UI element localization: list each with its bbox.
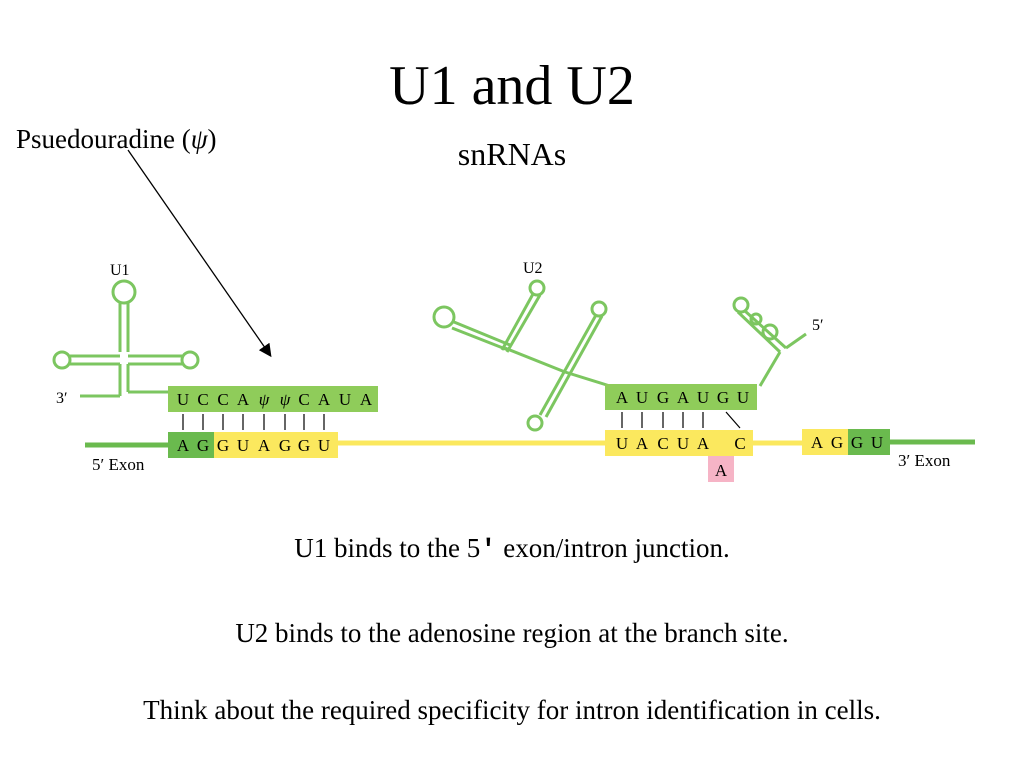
nucleotide: G — [717, 388, 729, 407]
exon3-label: 3′ Exon — [898, 451, 951, 470]
caption-u2: U2 binds to the adenosine region at the … — [235, 618, 789, 648]
branch-adenosine-box — [708, 456, 734, 482]
caption-specificity: Think about the required specificity for… — [143, 695, 881, 725]
nucleotide: G — [197, 436, 209, 455]
nucleotide: A — [318, 390, 331, 409]
nucleotide: U — [177, 390, 189, 409]
three-prime-label: 3′ — [56, 390, 68, 407]
nucleotide: G — [217, 436, 229, 455]
nucleotide: A — [616, 388, 629, 407]
caption-u1: U1 binds to the 5′ exon/intron junction. — [0, 535, 1024, 565]
u2-snrna-box — [605, 384, 757, 410]
nucleotide: U — [636, 388, 648, 407]
nucleotide: C — [298, 390, 309, 409]
u2-snrna-structure — [432, 279, 807, 432]
nucleotide: A — [360, 390, 373, 409]
nucleotide: A — [237, 390, 250, 409]
nucleotide: A — [697, 434, 710, 453]
annotation-text: Psuedouradine ( — [16, 124, 191, 154]
nucleotide: U — [616, 434, 628, 453]
annotation-close: ) — [207, 124, 217, 154]
nucleotide: G — [831, 433, 843, 452]
nucleotide: C — [217, 390, 228, 409]
nucleotide: C — [197, 390, 208, 409]
annotation-arrow — [127, 149, 272, 358]
nucleotide: U — [237, 436, 249, 455]
u2-label: U2 — [523, 260, 543, 277]
exon5-junction-box — [168, 432, 214, 458]
nucleotide: U — [697, 388, 709, 407]
nucleotide: G — [851, 433, 863, 452]
nucleotide: ψ — [259, 390, 270, 409]
nucleotide: A — [177, 436, 190, 455]
nucleotide: C — [657, 434, 668, 453]
u2-base-pairs — [621, 411, 741, 429]
page-subtitle: snRNAs — [457, 136, 567, 172]
pseudouridine-annotation: Psuedouradine (ψ) — [16, 126, 217, 153]
three-splice-yellow-box — [802, 429, 848, 455]
u1-base-pairs — [182, 414, 325, 430]
u1-label: U1 — [110, 262, 130, 279]
nucleotide: G — [279, 436, 291, 455]
five-prime-label: 5′ — [812, 317, 824, 334]
nucleotide: A — [258, 436, 271, 455]
nucleotide: A — [636, 434, 649, 453]
caption-u1-prime: ′ — [480, 536, 497, 566]
nucleotide: U — [677, 434, 689, 453]
page-title: U1 and U2 — [389, 55, 635, 117]
nucleotide: ψ — [280, 390, 291, 409]
caption-u1-end: exon/intron junction. — [496, 533, 730, 563]
u1-snrna-structure — [52, 279, 200, 398]
psi-symbol: ψ — [190, 124, 208, 154]
nucleotide: U — [737, 388, 749, 407]
u1-snrna-box — [168, 386, 378, 412]
exon3-junction-box — [848, 429, 890, 455]
nucleotide: U — [339, 390, 351, 409]
nucleotide: A — [677, 388, 690, 407]
exon5-label: 5′ Exon — [92, 455, 145, 474]
caption-u1-start: U1 binds to the 5 — [294, 533, 481, 563]
branch-site-box — [605, 430, 753, 456]
nucleotide: U — [871, 433, 883, 452]
nucleotide: G — [298, 436, 310, 455]
nucleotide: A — [811, 433, 824, 452]
branch-adenosine-letter: A — [715, 461, 728, 480]
nucleotide: U — [318, 436, 330, 455]
five-splice-site-box — [214, 432, 338, 458]
nucleotide: C — [734, 434, 745, 453]
nucleotide: G — [657, 388, 669, 407]
